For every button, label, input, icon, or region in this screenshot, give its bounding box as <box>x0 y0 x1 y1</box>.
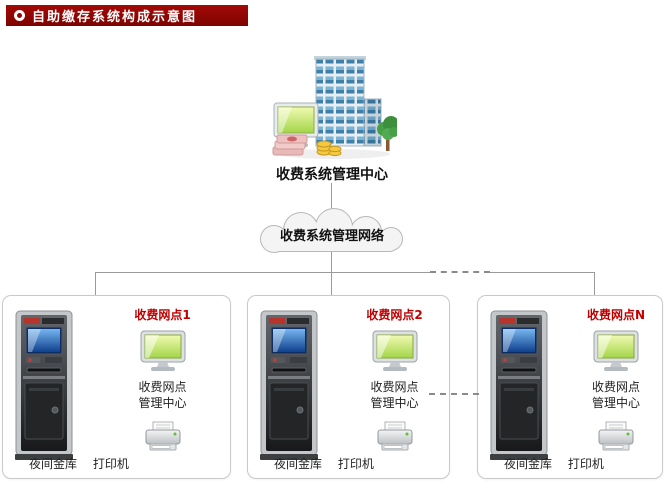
node-mgmt-line1: 收费网点 <box>370 380 419 394</box>
panel-right-column: 收费网点N 收费网点 管理中心 <box>576 306 656 455</box>
deposit-kiosk-icon <box>260 310 318 464</box>
monitor-icon <box>593 330 639 372</box>
network-cloud: 收费系统管理网络 <box>246 208 418 258</box>
connector-node2-node3-dashed <box>429 393 479 395</box>
node-title: 收费网点2 <box>366 308 423 322</box>
connector-bus-dashed <box>430 271 490 273</box>
monitor-icon <box>140 330 186 372</box>
printer-icon <box>597 421 635 455</box>
fee-node-panel-2: 收费网点2 收费网点 管理中心 夜间金库 打印机 <box>247 295 450 479</box>
vault-label: 夜间金库 <box>29 457 78 471</box>
fee-node-panel-n: 收费网点N 收费网点 管理中心 夜间金库 打印机 <box>477 295 663 479</box>
panel-right-column: 收费网点2 收费网点 管理中心 <box>346 306 443 455</box>
connector-drop-node1 <box>95 272 96 295</box>
node-title: 收费网点N <box>586 308 646 322</box>
management-center-illustration <box>272 55 399 165</box>
node-mgmt-label: 收费网点 管理中心 <box>138 379 186 411</box>
vault-label: 夜间金库 <box>274 457 323 471</box>
management-center-label: 收费系统管理中心 <box>276 167 388 183</box>
connector-cloud-to-bus <box>331 250 332 272</box>
node-mgmt-label: 收费网点 管理中心 <box>592 379 640 411</box>
panel-caption: 夜间金库 打印机 <box>504 455 604 472</box>
vault-label: 夜间金库 <box>504 457 553 471</box>
node-mgmt-line1: 收费网点 <box>138 380 187 394</box>
printer-label: 打印机 <box>92 457 129 471</box>
printer-icon <box>144 421 182 455</box>
connector-bus-left <box>95 272 430 273</box>
panel-caption: 夜间金库 打印机 <box>29 455 129 472</box>
connector-center-to-cloud <box>331 183 332 209</box>
printer-icon <box>376 421 414 455</box>
connector-drop-node2 <box>331 272 332 295</box>
node-mgmt-label: 收费网点 管理中心 <box>370 379 418 411</box>
cloud-icon <box>260 208 403 253</box>
printer-label: 打印机 <box>337 457 374 471</box>
monitor-icon <box>372 330 418 372</box>
node-mgmt-line1: 收费网点 <box>591 380 640 394</box>
node-mgmt-line2: 管理中心 <box>370 396 419 411</box>
connector-drop-node3 <box>594 272 595 295</box>
building-icon <box>272 56 399 159</box>
deposit-kiosk-icon <box>15 310 73 464</box>
page-title: 自助缴存系统构成示意图 <box>32 10 198 25</box>
node-title: 收费网点1 <box>134 308 191 322</box>
panel-right-column: 收费网点1 收费网点 管理中心 <box>101 306 224 455</box>
connector-bus-right <box>490 272 595 273</box>
network-label: 收费系统管理网络 <box>279 229 384 244</box>
deposit-kiosk-icon <box>490 310 548 464</box>
bullseye-icon <box>14 10 25 21</box>
title-banner: 自助缴存系统构成示意图 <box>6 5 248 26</box>
printer-label: 打印机 <box>567 457 604 471</box>
panel-caption: 夜间金库 打印机 <box>274 455 374 472</box>
node-mgmt-line2: 管理中心 <box>138 396 187 411</box>
node-mgmt-line2: 管理中心 <box>591 396 640 411</box>
fee-node-panel-1: 收费网点1 收费网点 管理中心 夜间金库 打印机 <box>2 295 231 479</box>
